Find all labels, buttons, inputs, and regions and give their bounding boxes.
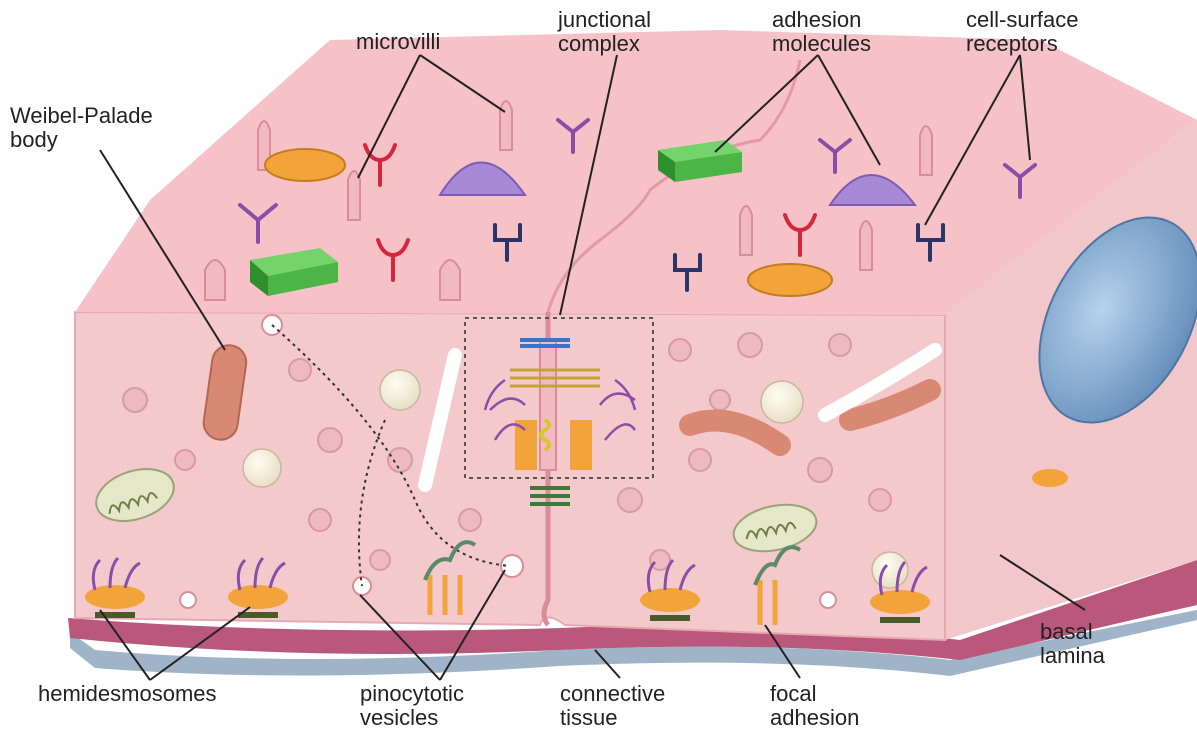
label-junctional-complex: junctional complex — [558, 8, 651, 56]
label-weibel-palade-body: Weibel-Palade body — [10, 104, 153, 152]
label-focal-adhesion: focal adhesion — [770, 682, 859, 730]
adhesion-disc-2 — [748, 264, 832, 296]
label-cell-surface-receptors: cell-surface receptors — [966, 8, 1078, 56]
adhesion-disc-1 — [265, 149, 345, 181]
label-adhesion-molecules: adhesion molecules — [772, 8, 871, 56]
label-basal-lamina: basal lamina — [1040, 620, 1105, 668]
label-connective-tissue: connective tissue — [560, 682, 665, 730]
label-pinocytotic-vesicles: pinocytotic vesicles — [360, 682, 464, 730]
label-microvilli: microvilli — [356, 30, 440, 54]
label-hemidesmosomes: hemidesmosomes — [38, 682, 217, 706]
